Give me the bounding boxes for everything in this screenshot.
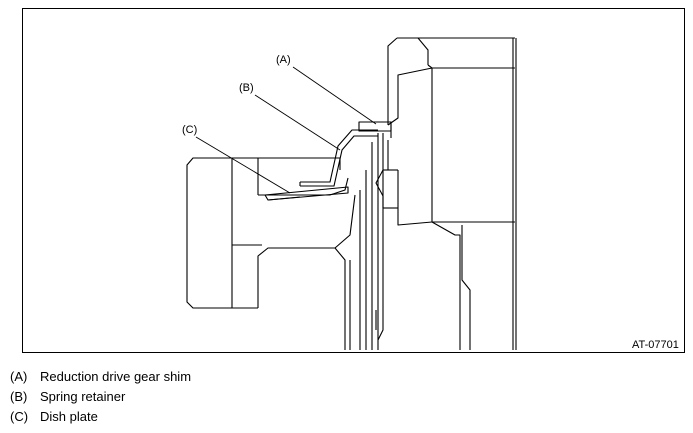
legend-label-c: Dish plate xyxy=(40,409,98,424)
leader-line-a xyxy=(292,66,377,125)
legend-item-c: (C) Dish plate xyxy=(10,407,191,427)
leader-line-c xyxy=(195,136,291,194)
legend-key-a: (A) xyxy=(10,369,28,384)
legend-item-a: (A) Reduction drive gear shim xyxy=(10,367,191,387)
figure-id: AT-07701 xyxy=(632,339,679,351)
leader-line-b xyxy=(254,94,341,151)
callout-c: (C) xyxy=(182,124,197,136)
callout-a: (A) xyxy=(276,54,291,66)
figure-frame xyxy=(22,8,685,353)
legend-label-b: Spring retainer xyxy=(40,389,126,404)
legend: (A) Reduction drive gear shim (B) Spring r… xyxy=(10,367,191,427)
legend-key-c: (C) xyxy=(10,409,29,424)
leader-lines xyxy=(195,66,377,194)
gear-housing xyxy=(186,37,517,350)
legend-label-a: Reduction drive gear shim xyxy=(40,369,192,384)
callout-b: (B) xyxy=(239,82,254,94)
legend-item-b: (B) Spring retainer xyxy=(10,387,191,407)
legend-key-b: (B) xyxy=(10,389,28,404)
